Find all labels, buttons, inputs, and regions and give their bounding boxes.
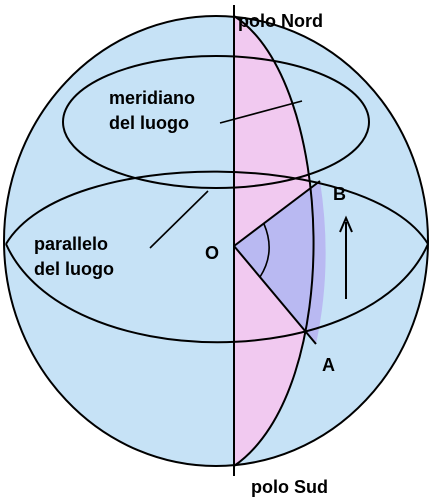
- arrow-head: [339, 215, 353, 233]
- point-b-label: B: [333, 184, 346, 204]
- parallel-leader: [149, 190, 209, 249]
- parallel-label-line2: del luogo: [34, 259, 114, 279]
- latitude-sector: [234, 181, 326, 344]
- radius-ob: [233, 180, 321, 247]
- center-label: O: [205, 243, 219, 263]
- parallel-circle: [62, 55, 370, 189]
- meridian-label-line1: meridiano: [109, 88, 195, 108]
- meridian-leader: [219, 100, 303, 124]
- point-a-label: A: [322, 355, 335, 375]
- south-pole-label: polo Sud: [251, 477, 328, 497]
- sphere: [3, 15, 429, 467]
- north-pole-label: polo Nord: [238, 11, 323, 31]
- equator-front: [5, 243, 429, 344]
- radius-oa: [233, 245, 317, 345]
- meridian-curve: [233, 15, 315, 467]
- latitude-angle-arc: [259, 223, 270, 278]
- parallel-label-line1: parallelo: [34, 234, 108, 254]
- meridian-label-line2: del luogo: [109, 113, 189, 133]
- equator-back: [5, 170, 429, 245]
